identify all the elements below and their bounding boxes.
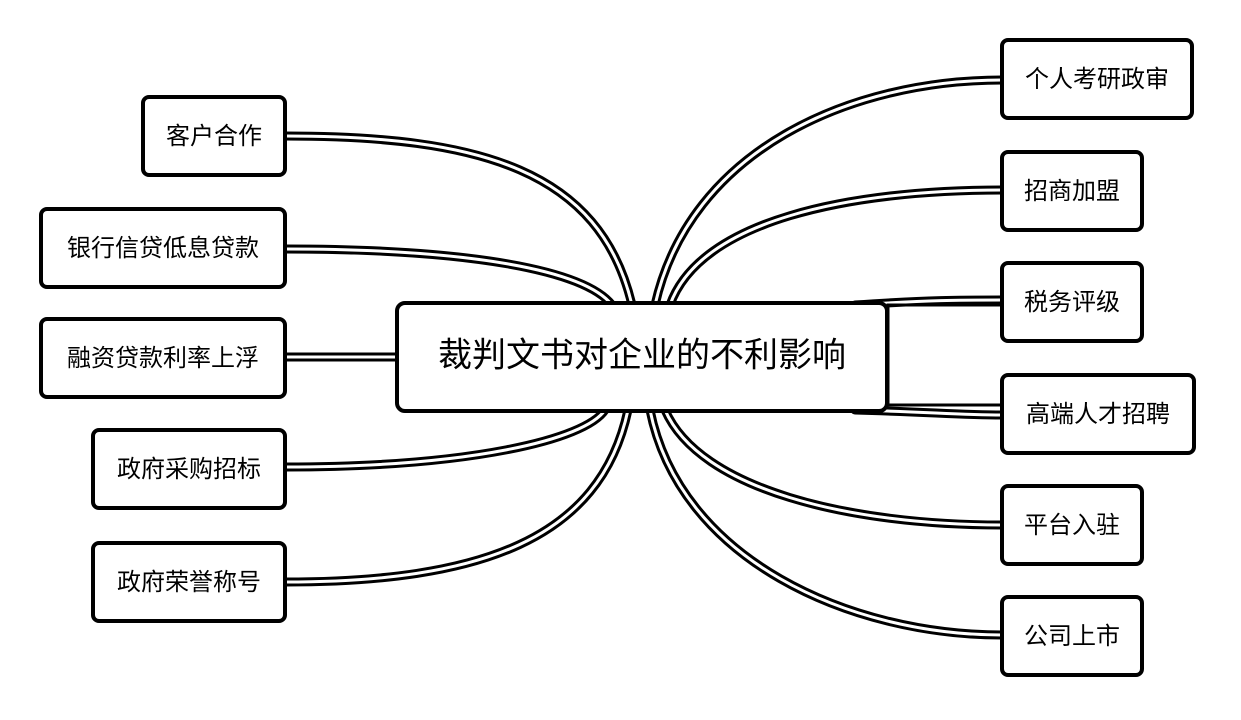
left-node-3-label: 政府采购招标 [117, 455, 261, 483]
connector-left-4 [280, 405, 633, 587]
center-node[interactable]: 裁判文书对企业的不利影响 [395, 301, 889, 413]
left-node-1[interactable]: 银行信贷低息贷款 [39, 207, 287, 289]
right-node-1[interactable]: 招商加盟 [1000, 150, 1144, 232]
right-node-4[interactable]: 平台入驻 [1000, 484, 1144, 566]
right-node-0-label: 个人考研政审 [1025, 65, 1169, 93]
connector-right-1 [665, 185, 1007, 310]
right-node-5[interactable]: 公司上市 [1000, 595, 1144, 677]
left-node-4[interactable]: 政府荣誉称号 [91, 541, 287, 623]
left-node-3[interactable]: 政府采购招标 [91, 428, 287, 510]
center-node-label: 裁判文书对企业的不利影响 [438, 336, 846, 376]
connector-left-3 [280, 405, 610, 472]
connector-right-4 [660, 405, 1007, 530]
connector-left-0 [280, 131, 637, 310]
right-node-0[interactable]: 个人考研政审 [1000, 38, 1194, 120]
left-node-2-label: 融资贷款利率上浮 [67, 344, 259, 372]
left-node-2[interactable]: 融资贷款利率上浮 [39, 317, 287, 399]
left-node-4-label: 政府荣誉称号 [117, 568, 261, 596]
right-node-3[interactable]: 高端人才招聘 [1000, 373, 1196, 455]
left-node-1-label: 银行信贷低息贷款 [67, 234, 259, 262]
bracket-right [886, 303, 1004, 407]
connector-right-5 [645, 405, 1007, 640]
right-node-1-label: 招商加盟 [1024, 177, 1120, 205]
left-node-0[interactable]: 客户合作 [141, 95, 287, 177]
right-node-5-label: 公司上市 [1024, 622, 1120, 650]
connector-left-1 [280, 244, 617, 310]
right-node-3-label: 高端人才招聘 [1026, 400, 1170, 428]
left-node-0-label: 客户合作 [166, 122, 262, 150]
right-node-4-label: 平台入驻 [1024, 511, 1120, 539]
right-node-2[interactable]: 税务评级 [1000, 261, 1144, 343]
connectors [280, 75, 1007, 640]
connector-right-0 [650, 75, 1007, 310]
right-node-2-label: 税务评级 [1024, 288, 1120, 316]
